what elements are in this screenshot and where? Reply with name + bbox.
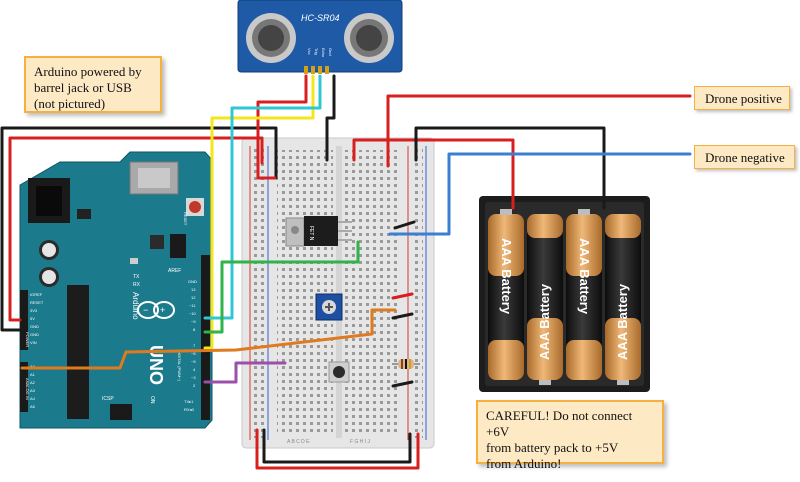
jumper-black-3	[391, 380, 414, 388]
pin-5v: 5V	[30, 316, 35, 321]
wire-red-vcc	[256, 74, 308, 180]
wire-purple-button	[203, 361, 287, 384]
pin-a4: A4	[30, 396, 36, 401]
pin-reset: RESET	[30, 300, 44, 305]
pin-a1: A1	[30, 372, 36, 377]
pin-a2: A2	[30, 380, 36, 385]
analog-header	[20, 362, 28, 412]
battery-4	[605, 214, 641, 385]
pin-a3: A3	[30, 388, 36, 393]
pin-3: ~3	[191, 375, 196, 380]
pin-12: 12	[191, 295, 196, 300]
icsp-label: ICSP	[102, 396, 114, 402]
icsp-header-bottom	[110, 404, 132, 420]
wire-black-sensor-gnd	[325, 74, 336, 162]
pin-gnd-2: GND	[30, 332, 39, 337]
battery-label-1: AAA Battery	[499, 238, 514, 315]
svg-text:F G H I J: F G H I J	[350, 439, 371, 445]
aref-label: AREF	[168, 268, 181, 274]
sensor-model-label: HC-SR04	[301, 13, 340, 23]
pin-3v3: 3V3	[30, 308, 38, 313]
wire-red-5v	[8, 136, 264, 322]
potentiometer[interactable]	[315, 293, 343, 321]
push-button[interactable]	[328, 361, 350, 383]
on-label: ON	[149, 396, 155, 404]
wire-black-bottom	[262, 428, 412, 464]
wire-red-bottom	[255, 428, 420, 470]
wires	[0, 74, 692, 470]
resistor	[392, 359, 420, 369]
tx-label: TX	[133, 274, 140, 280]
caution-note: CAREFUL! Do not connect +6V from battery…	[476, 400, 664, 471]
battery-1	[488, 209, 524, 380]
pin-gnd-1: GND	[30, 324, 39, 329]
digital-header	[201, 255, 210, 420]
power-section-label: POWER	[25, 332, 30, 347]
pin-a5: A5	[30, 404, 36, 409]
microcontroller-chip	[67, 285, 89, 419]
pin-rx0: RX◂0	[184, 407, 195, 412]
battery-label-2: AAA Battery	[537, 283, 552, 360]
battery-3	[566, 209, 602, 380]
sensor-pin-trig: Trig	[314, 48, 319, 55]
svg-text:−: −	[143, 305, 148, 315]
drone-positive-label: Drone positive	[694, 86, 790, 110]
svg-text:A B C D E: A B C D E	[287, 439, 310, 445]
wire-red-drone-positive	[386, 94, 692, 168]
reset-label: RESET	[183, 212, 188, 226]
battery-2	[527, 214, 563, 385]
arduino-brand: Arduino	[131, 292, 140, 320]
pin-6: ~6	[191, 351, 196, 356]
power-header	[20, 290, 28, 350]
pin-9: ~9	[191, 319, 196, 324]
wire-yellow-trig	[203, 74, 315, 350]
battery-pack: AAA Battery AAA Battery AAA Battery AAA …	[479, 196, 650, 392]
pin-8: 8	[193, 327, 196, 332]
breadboard: A B C D E F G H I J	[241, 137, 435, 449]
pin-11: ~11	[189, 303, 196, 308]
wire-black-gnd	[0, 126, 278, 332]
pin-13: 13	[191, 287, 196, 292]
mosfet-label: FET N	[308, 226, 314, 241]
wire-blue-drone-negative	[388, 152, 692, 236]
wire-black-battery-negative	[414, 126, 606, 210]
pin-ioref: IOREF	[30, 292, 43, 297]
pin-10: ~10	[189, 311, 197, 316]
arduino-uno-board: RESET TX RX AREF − + Arduino UNO ICSP ON	[19, 151, 213, 429]
mosfet: FET N	[285, 216, 352, 247]
svg-text:+: +	[160, 305, 165, 315]
pin-5: ~5	[191, 359, 196, 364]
wire-orange-pot	[20, 308, 397, 370]
wire-green-gate	[203, 240, 360, 334]
arduino-logo: − +	[137, 301, 175, 319]
digital-section-label: DIGITAL (PWM~)	[177, 350, 182, 382]
battery-label-4: AAA Battery	[615, 283, 630, 360]
drone-negative-label: Drone negative	[694, 145, 795, 169]
sensor-pin-vcc: Vcc	[307, 48, 312, 55]
jumper-black-2	[391, 312, 414, 320]
sensor-pin-echo: Echo	[321, 48, 326, 58]
pin-7: 7	[193, 343, 196, 348]
power-note: Arduino powered by barrel jack or USB (n…	[24, 56, 162, 113]
hc-sr04-sensor: HC-SR04 Vcc Trig Echo Gnd	[237, 0, 403, 74]
jumper-red-1	[391, 292, 414, 300]
pin-vin: VIN	[30, 340, 37, 345]
sensor-pin-gnd: Gnd	[328, 48, 333, 56]
analog-section-label: ANALOG IN	[25, 378, 30, 400]
battery-label-3: AAA Battery	[577, 238, 592, 315]
rx-label: RX	[133, 282, 141, 288]
pin-gnd-top: GND	[188, 279, 197, 284]
arduino-model: UNO	[146, 345, 166, 385]
pin-tx1: TX▸1	[184, 399, 194, 404]
pin-2: 2	[193, 383, 196, 388]
pin-4: 4	[193, 367, 196, 372]
icsp-header-top	[170, 234, 186, 258]
jumper-black-1	[393, 220, 416, 230]
wire-red-battery-positive	[352, 138, 515, 210]
